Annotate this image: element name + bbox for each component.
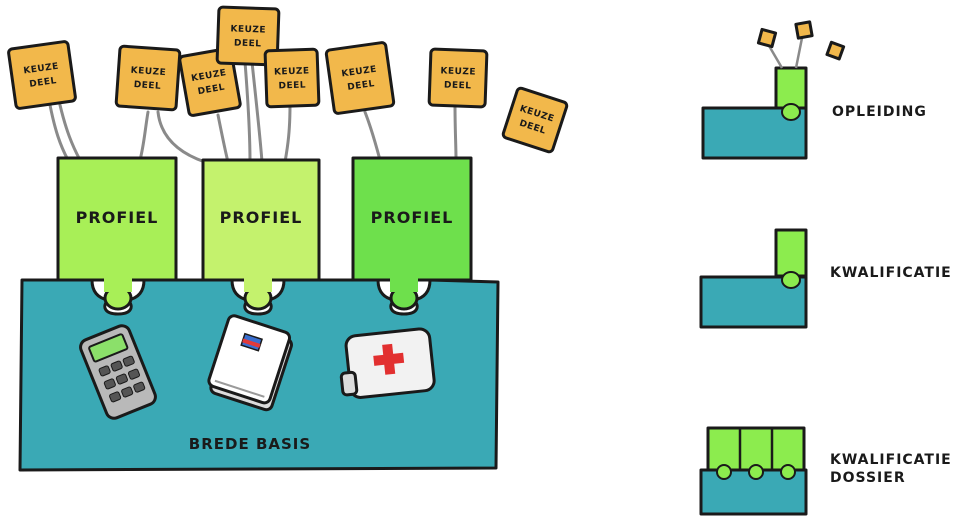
- legend-opleiding-label: OPLEIDING: [832, 104, 927, 120]
- keuzedeel-card-1: KEUZE DEEL: [7, 40, 77, 110]
- keuzedeel-card-7: KEUZE DEEL: [427, 47, 489, 109]
- profiel-label-1: PROFIEL: [76, 208, 159, 227]
- legend-kwalificatie-label: KWALIFICATIE: [830, 265, 952, 281]
- svg-text:KEUZE: KEUZE: [341, 65, 378, 80]
- svg-text:KEUZE: KEUZE: [230, 24, 266, 35]
- legend-kwalificatiedossier-label-2: DOSSIER: [830, 470, 906, 486]
- svg-text:DEEL: DEEL: [234, 39, 262, 50]
- svg-text:KEUZE: KEUZE: [274, 66, 310, 77]
- profiel-block-1: PROFIEL: [56, 156, 178, 292]
- svg-text:DEEL: DEEL: [29, 76, 58, 90]
- keuzedeel-card-4: KEUZE DEEL: [215, 5, 281, 67]
- svg-text:DEEL: DEEL: [347, 79, 376, 93]
- profiel-block-2: PROFIEL: [201, 158, 321, 292]
- keuzedeel-card-5: KEUZE DEEL: [263, 47, 321, 109]
- calculator-icon: [79, 324, 157, 420]
- legend-kwalificatiedossier-label-1: KWALIFICATIE: [830, 452, 952, 468]
- svg-text:KEUZE: KEUZE: [23, 62, 60, 77]
- keuzedeel-card-3: KEUZE DEEL: [178, 47, 242, 117]
- svg-text:DEEL: DEEL: [278, 81, 306, 92]
- svg-text:DEEL: DEEL: [133, 80, 161, 92]
- legend-kwalificatiedossier: KWALIFICATIE DOSSIER: [699, 426, 952, 516]
- keuzedeel-card-2: KEUZE DEEL: [114, 44, 182, 112]
- keuzedeel-card-6: KEUZE DEEL: [324, 41, 396, 115]
- profiel-label-3: PROFIEL: [371, 208, 454, 227]
- svg-text:DEEL: DEEL: [197, 83, 226, 98]
- book-icon: [207, 314, 293, 412]
- profiel-label-2: PROFIEL: [220, 208, 303, 227]
- legend-opleiding: OPLEIDING: [701, 20, 927, 160]
- svg-text:KEUZE: KEUZE: [440, 66, 476, 77]
- profiel-block-3: PROFIEL: [351, 156, 473, 292]
- legend-kwalificatie: KWALIFICATIE: [699, 228, 952, 329]
- brede-basis-label: BREDE BASIS: [189, 435, 311, 453]
- keuzedeel-card-8: KEUZE DEEL: [501, 86, 569, 154]
- first-aid-kit-icon: [339, 327, 436, 399]
- connector-wires: [48, 60, 458, 164]
- svg-text:KEUZE: KEUZE: [130, 66, 166, 78]
- svg-text:DEEL: DEEL: [444, 81, 472, 92]
